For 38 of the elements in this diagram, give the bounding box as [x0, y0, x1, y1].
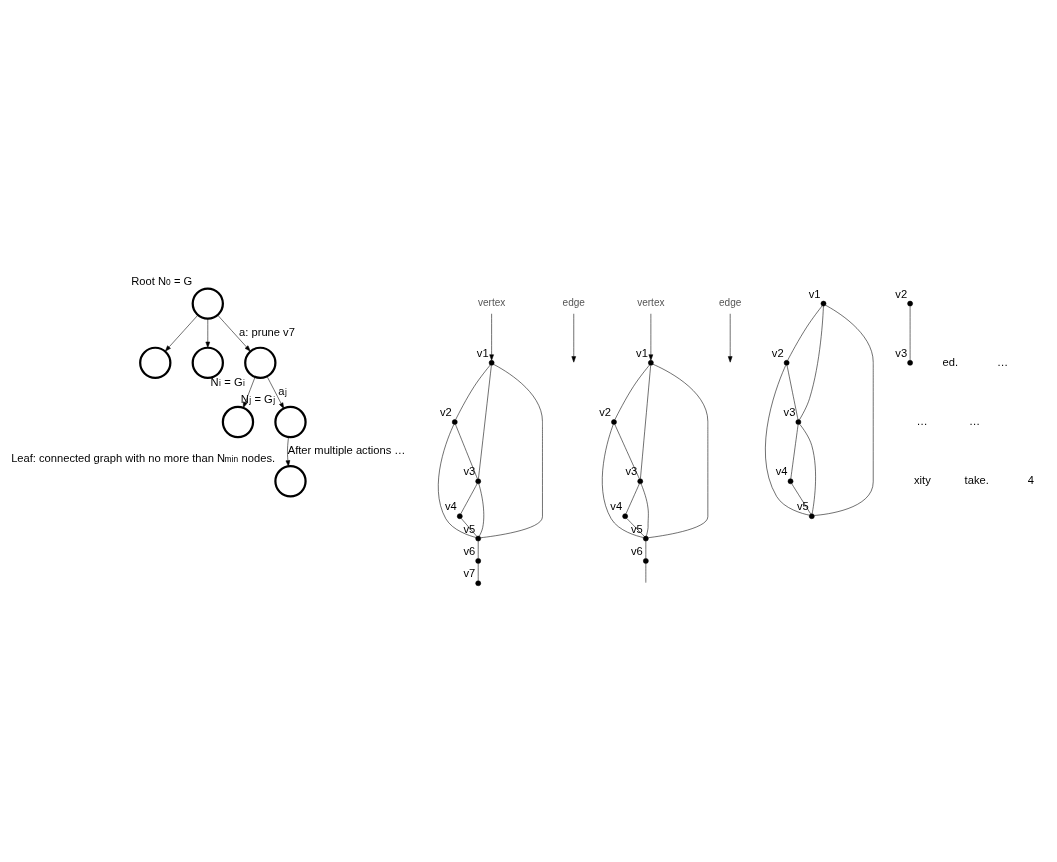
node-label: v4	[775, 465, 788, 478]
edge-label: After multiple actions …	[287, 444, 406, 457]
label: …	[996, 355, 1009, 368]
node-label: v1	[476, 346, 489, 359]
node-label: v4	[610, 500, 623, 513]
node-label: v3	[463, 465, 476, 478]
node-label: v6	[463, 545, 476, 558]
node-label: Ni = Gi	[210, 376, 245, 389]
edge-label: aj	[278, 384, 287, 397]
node-label: v7	[463, 567, 476, 580]
label: 4	[1027, 474, 1034, 487]
node-text: edge	[719, 297, 742, 309]
node-text: vertex	[477, 297, 506, 309]
node-label: v2	[771, 346, 784, 359]
node-label: v2	[895, 287, 908, 300]
node-label: v4	[444, 500, 457, 513]
node-label: v1	[636, 346, 648, 359]
label: take.	[964, 474, 989, 487]
label: xity	[914, 474, 931, 487]
node-label: v2	[439, 406, 452, 419]
node-label: v3	[783, 406, 796, 419]
node-label: Root N0 = G	[131, 274, 193, 287]
node-label: v1	[808, 287, 821, 300]
node-text: edge	[562, 297, 585, 309]
label: ed.	[942, 355, 959, 368]
node-label: Nj = Gj	[240, 393, 276, 406]
node-label: v2	[599, 406, 611, 419]
label: …	[916, 414, 928, 427]
node-label: v5	[631, 522, 643, 535]
node-label: v6	[631, 545, 643, 558]
label: …	[969, 414, 981, 427]
node-label: v5	[796, 500, 809, 513]
node-label: v3	[895, 346, 908, 359]
node-label: v5	[463, 522, 476, 535]
edge-label: a: prune v7	[239, 326, 295, 339]
node-label: v3	[625, 465, 638, 478]
node-label: Leaf: connected graph with no more than Nmin nodes.	[11, 452, 276, 465]
node-text: vertex	[637, 297, 665, 309]
